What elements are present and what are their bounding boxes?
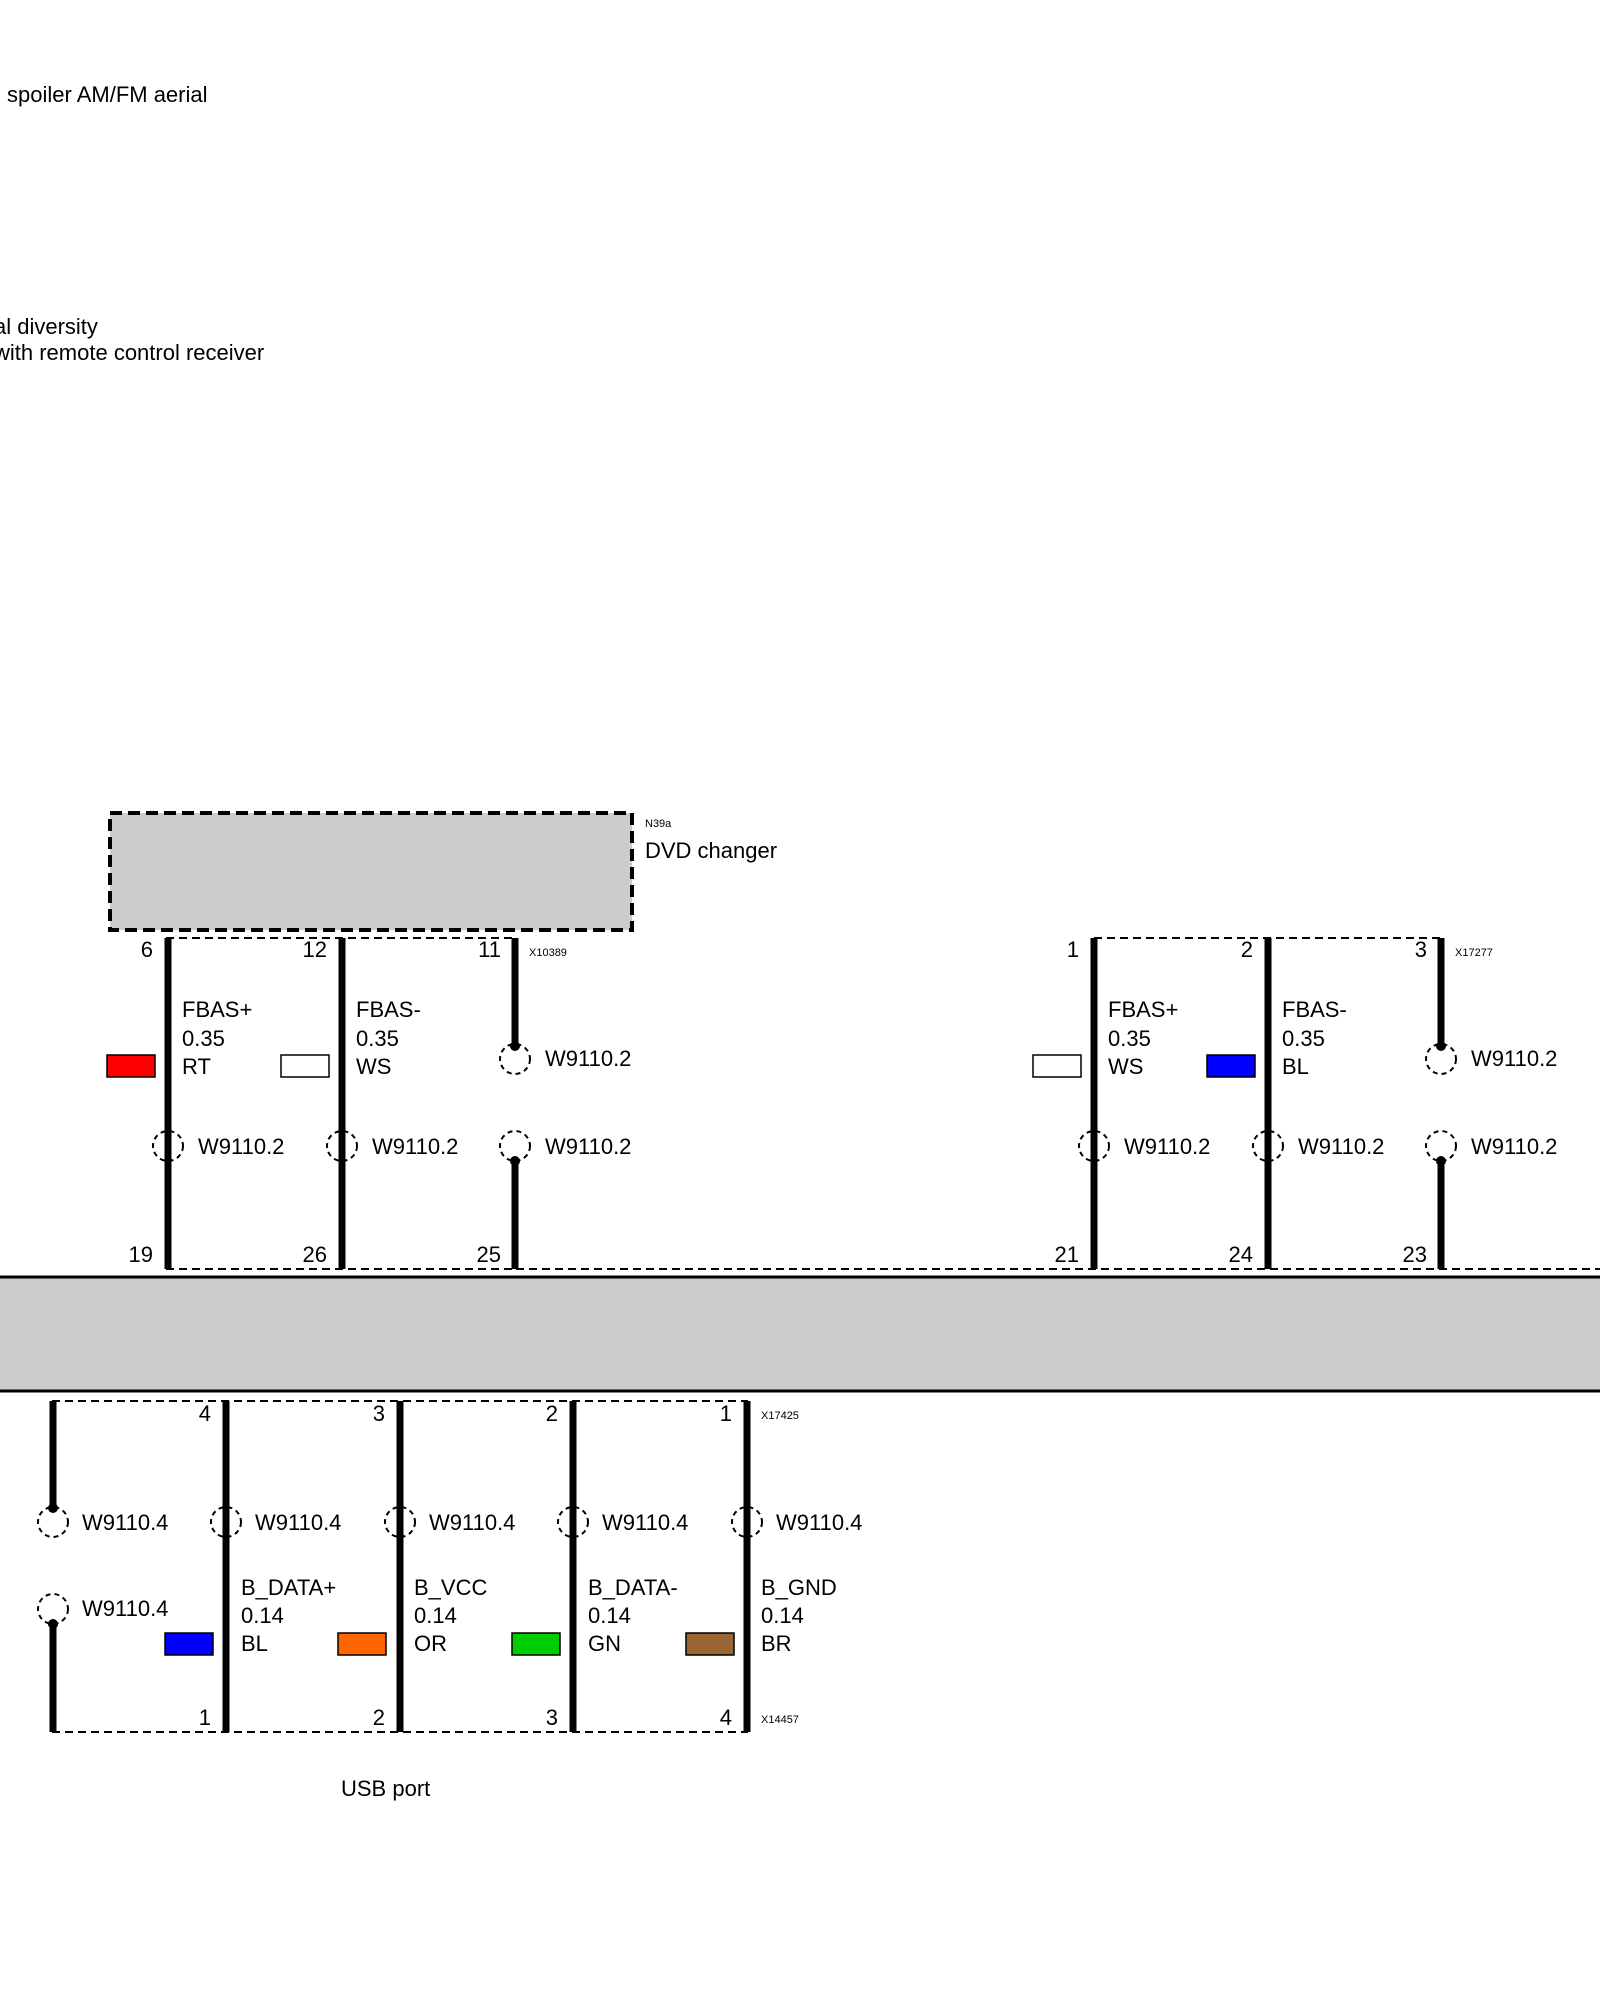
pin-11: 11 <box>478 937 501 962</box>
connector-x14457-label: X14457 <box>761 1714 799 1726</box>
connector-x17277-label: X17277 <box>1455 947 1493 959</box>
usb-wire-2-shield: W9110.4 <box>429 1510 515 1535</box>
pin-23: 23 <box>1403 1242 1427 1267</box>
wire-6-shield-lower: W9110.2 <box>1471 1134 1557 1159</box>
usb-wire-1-color-code: BL <box>241 1631 268 1656</box>
usb-pin-top-1: 1 <box>720 1401 732 1426</box>
pin-19: 19 <box>129 1242 153 1267</box>
wire-4-shield: W9110.2 <box>1124 1134 1210 1159</box>
usb-wire-1-color-swatch <box>164 1632 214 1656</box>
wire-shield-drain-dvd <box>499 938 531 1269</box>
wire-4-color-swatch <box>1032 1054 1082 1078</box>
pin-6: 6 <box>141 937 153 962</box>
wire-2-color-swatch <box>280 1054 330 1078</box>
usb-wire-2-size: 0.14 <box>414 1603 457 1628</box>
wire-2-shield: W9110.2 <box>372 1134 458 1159</box>
usb-port-label: USB port <box>341 1776 430 1801</box>
usb-wire-2-color-swatch <box>337 1632 387 1656</box>
wire-fbas-minus-ws <box>326 938 358 1269</box>
dvd-changer-box <box>108 811 634 932</box>
usb-wire-4-color-swatch <box>685 1632 735 1656</box>
wire-5-size: 0.35 <box>1282 1026 1325 1051</box>
wire-5-color-swatch <box>1206 1054 1256 1078</box>
dvd-component-code: N39a <box>645 818 672 830</box>
pin-2-x17277: 2 <box>1241 937 1253 962</box>
usb-wire-4-size: 0.14 <box>761 1603 804 1628</box>
wire-2-color-code: WS <box>356 1054 391 1079</box>
wire-5-color-code: BL <box>1282 1054 1309 1079</box>
wire-usb-b-vcc <box>384 1401 416 1732</box>
usb-pin-bottom-1: 1 <box>199 1705 211 1730</box>
usb-pin-top-2: 2 <box>546 1401 558 1426</box>
diversity-label-1: al diversity <box>0 314 98 339</box>
wire-shield-drain-video <box>1425 938 1457 1269</box>
connector-x10389-label: X10389 <box>529 947 567 959</box>
dvd-changer-label: DVD changer <box>645 838 777 863</box>
wire-1-size: 0.35 <box>182 1026 225 1051</box>
wire-usb-b-data-minus <box>557 1401 589 1732</box>
wire-2-size: 0.35 <box>356 1026 399 1051</box>
pin-25: 25 <box>477 1242 501 1267</box>
wire-4-size: 0.35 <box>1108 1026 1151 1051</box>
pin-3-x17277: 3 <box>1415 937 1427 962</box>
usb-wire-3-signal: B_DATA- <box>588 1575 678 1600</box>
wire-1-color-code: RT <box>182 1054 211 1079</box>
diversity-label-2: with remote control receiver <box>0 340 264 365</box>
usb-pin-top-3: 3 <box>373 1401 385 1426</box>
usb-wire-2-color-code: OR <box>414 1631 447 1656</box>
wire-usb-b-data-plus <box>210 1401 242 1732</box>
usb-wire-4-color-code: BR <box>761 1631 792 1656</box>
usb-wire-1-size: 0.14 <box>241 1603 284 1628</box>
usb-pin-bottom-4: 4 <box>720 1705 732 1730</box>
usb-drain-shield-upper: W9110.4 <box>82 1510 168 1535</box>
wire-1-signal: FBAS+ <box>182 997 252 1022</box>
usb-pin-top-4: 4 <box>199 1401 211 1426</box>
wire-3-shield-upper: W9110.2 <box>545 1046 631 1071</box>
usb-wire-3-color-swatch <box>511 1632 561 1656</box>
usb-drain-shield-lower: W9110.4 <box>82 1596 168 1621</box>
wire-3-shield-lower: W9110.2 <box>545 1134 631 1159</box>
wire-fbas-plus-rt <box>152 938 184 1269</box>
usb-wire-3-shield: W9110.4 <box>602 1510 688 1535</box>
usb-wire-4-signal: B_GND <box>761 1575 837 1600</box>
control-unit-bar <box>0 1275 1600 1393</box>
pin-26: 26 <box>303 1242 327 1267</box>
pin-21: 21 <box>1055 1242 1079 1267</box>
wire-usb-b-gnd <box>731 1401 763 1732</box>
aerial-label: spoiler AM/FM aerial <box>7 82 208 107</box>
pin-1-x17277: 1 <box>1067 937 1079 962</box>
connector-x17425-label: X17425 <box>761 1410 799 1422</box>
wire-4-signal: FBAS+ <box>1108 997 1178 1022</box>
wire-5-shield: W9110.2 <box>1298 1134 1384 1159</box>
usb-pin-bottom-3: 3 <box>546 1705 558 1730</box>
wire-usb-shield-drain <box>37 1401 69 1732</box>
usb-wire-3-size: 0.14 <box>588 1603 631 1628</box>
usb-wire-1-signal: B_DATA+ <box>241 1575 336 1600</box>
wire-4-color-code: WS <box>1108 1054 1143 1079</box>
wire-fbas-plus-ws <box>1078 938 1110 1269</box>
usb-pin-bottom-2: 2 <box>373 1705 385 1730</box>
wire-2-signal: FBAS- <box>356 997 421 1022</box>
wire-fbas-minus-bl <box>1252 938 1284 1269</box>
usb-wire-3-color-code: GN <box>588 1631 621 1656</box>
wire-1-color-swatch <box>106 1054 156 1078</box>
usb-wire-1-shield: W9110.4 <box>255 1510 341 1535</box>
pin-12: 12 <box>303 937 327 962</box>
wire-5-signal: FBAS- <box>1282 997 1347 1022</box>
usb-wire-4-shield: W9110.4 <box>776 1510 862 1535</box>
wire-1-shield: W9110.2 <box>198 1134 284 1159</box>
usb-wire-2-signal: B_VCC <box>414 1575 487 1600</box>
pin-24: 24 <box>1229 1242 1253 1267</box>
wire-6-shield-upper: W9110.2 <box>1471 1046 1557 1071</box>
